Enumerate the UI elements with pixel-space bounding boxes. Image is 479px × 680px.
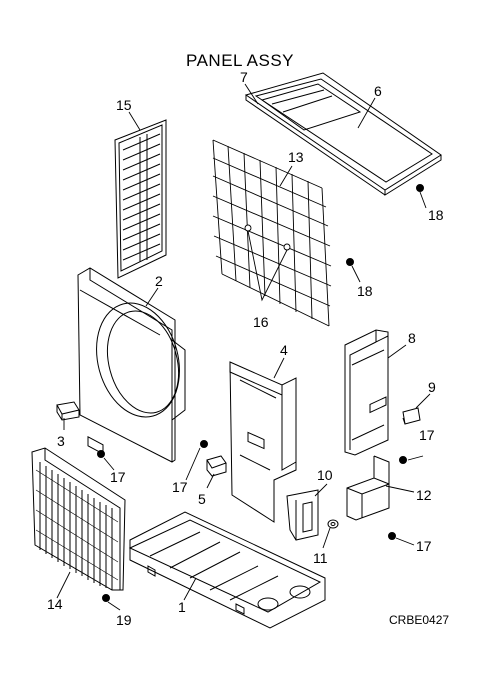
callout-9: 9 — [428, 379, 436, 395]
base-plate — [130, 512, 325, 628]
callout-18-mid: 18 — [357, 283, 373, 299]
leader-lines — [57, 84, 430, 610]
callout-18-top: 18 — [428, 207, 444, 223]
rear-guard-wire — [213, 140, 331, 326]
diagram-title: PANEL ASSY — [186, 51, 294, 70]
callout-16: 16 — [253, 314, 269, 330]
front-panel — [78, 268, 192, 462]
service-cover — [347, 456, 389, 520]
callout-8: 8 — [408, 330, 416, 346]
callout-15: 15 — [116, 97, 132, 113]
callout-7: 7 — [240, 69, 248, 85]
callout-17-left: 17 — [110, 469, 126, 485]
screw-fasteners — [98, 185, 424, 602]
partition-panel — [230, 362, 296, 522]
callout-12: 12 — [416, 487, 432, 503]
front-panel-handle — [57, 402, 79, 420]
top-panel — [246, 73, 441, 195]
callout-3: 3 — [57, 433, 65, 449]
callout-17-bottom: 17 — [416, 538, 432, 554]
callout-14: 14 — [47, 596, 63, 612]
right-handle — [403, 408, 420, 424]
callout-19: 19 — [116, 612, 132, 628]
callout-13: 13 — [288, 149, 304, 165]
callout-1: 1 — [178, 599, 186, 615]
right-side-panel — [345, 330, 388, 455]
callout-11: 11 — [313, 550, 328, 566]
callout-4: 4 — [280, 342, 288, 358]
terminal-bracket — [287, 490, 318, 540]
side-handle — [207, 456, 226, 476]
callout-5: 5 — [198, 491, 206, 507]
drawing-code: CRBE0427 — [389, 613, 450, 627]
callout-17-right: 17 — [419, 427, 435, 443]
callout-6: 6 — [374, 83, 382, 99]
callout-17-center: 17 — [172, 479, 188, 495]
callout-10: 10 — [317, 467, 333, 483]
callout-2: 2 — [155, 273, 163, 289]
front-grille — [32, 448, 125, 590]
rear-louver-panel — [115, 120, 166, 278]
grommet — [328, 520, 338, 528]
